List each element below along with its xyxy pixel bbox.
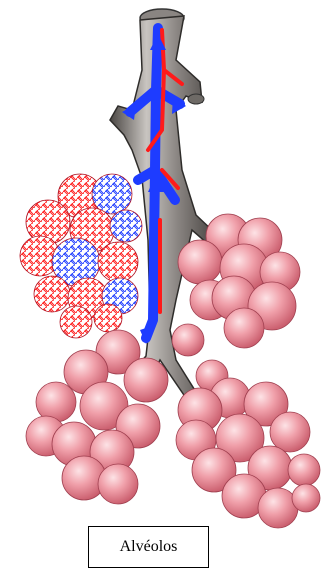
alveoli-label: Alvéolos: [88, 526, 209, 568]
side-branch-end: [188, 94, 204, 104]
capillary-network-cluster: [20, 174, 142, 338]
alveolar-sac-bottom-right: [176, 378, 320, 528]
